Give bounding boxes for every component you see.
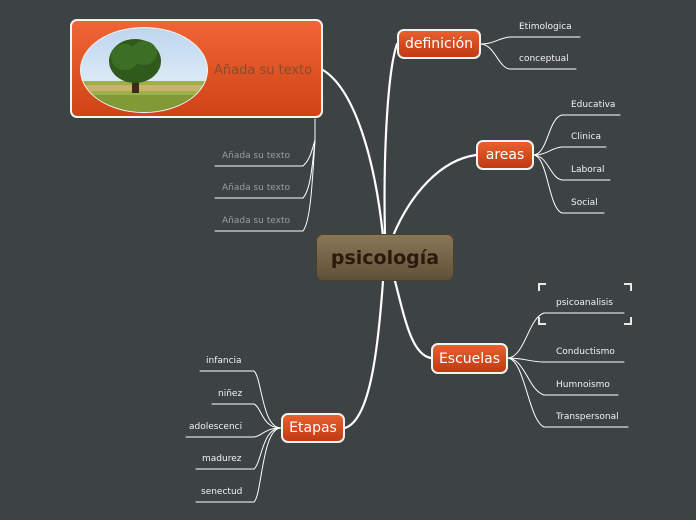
leaf-etimologica[interactable]: Etimologica: [519, 22, 572, 32]
leaf-madurez[interactable]: madurez: [202, 454, 242, 464]
leaf-adolescenci[interactable]: adolescenci: [189, 422, 243, 432]
topic-escuelas[interactable]: Escuelas: [431, 343, 508, 374]
leaf-educativa[interactable]: Educativa: [571, 100, 616, 110]
leaf-conceptual[interactable]: conceptual: [519, 54, 569, 64]
topic-etapas[interactable]: Etapas: [281, 413, 345, 443]
leaf-laboral[interactable]: Laboral: [571, 165, 605, 175]
leaf-placeholder-2[interactable]: Añada su texto: [222, 183, 290, 193]
leaf-placeholder-1[interactable]: Añada su texto: [222, 151, 290, 161]
topic-areas[interactable]: areas: [476, 140, 534, 170]
leaf-transpersonal[interactable]: Transpersonal: [556, 412, 619, 422]
selection-bracket: [538, 283, 632, 325]
leaf-conductismo[interactable]: Conductismo: [556, 347, 615, 357]
leaf-infancia[interactable]: infancia: [206, 356, 242, 366]
image-topic-label: Añada su texto: [214, 63, 313, 78]
leaf-placeholder-3[interactable]: Añada su texto: [222, 216, 290, 226]
topic-definicion[interactable]: definición: [397, 29, 481, 59]
leaf-clinica[interactable]: Clinica: [571, 132, 601, 142]
leaf-social[interactable]: Social: [571, 198, 598, 208]
leaf-senectud[interactable]: senectud: [201, 487, 243, 497]
image-topic-node[interactable]: Añada su texto: [70, 19, 323, 118]
leaf-humnoismo[interactable]: Humnoismo: [556, 380, 610, 390]
central-topic[interactable]: psicología: [316, 234, 454, 281]
leaf-psicoanalisis[interactable]: psicoanalisis: [556, 298, 613, 308]
tree-image: [80, 27, 208, 113]
leaf-ninez[interactable]: niñez: [218, 389, 243, 399]
